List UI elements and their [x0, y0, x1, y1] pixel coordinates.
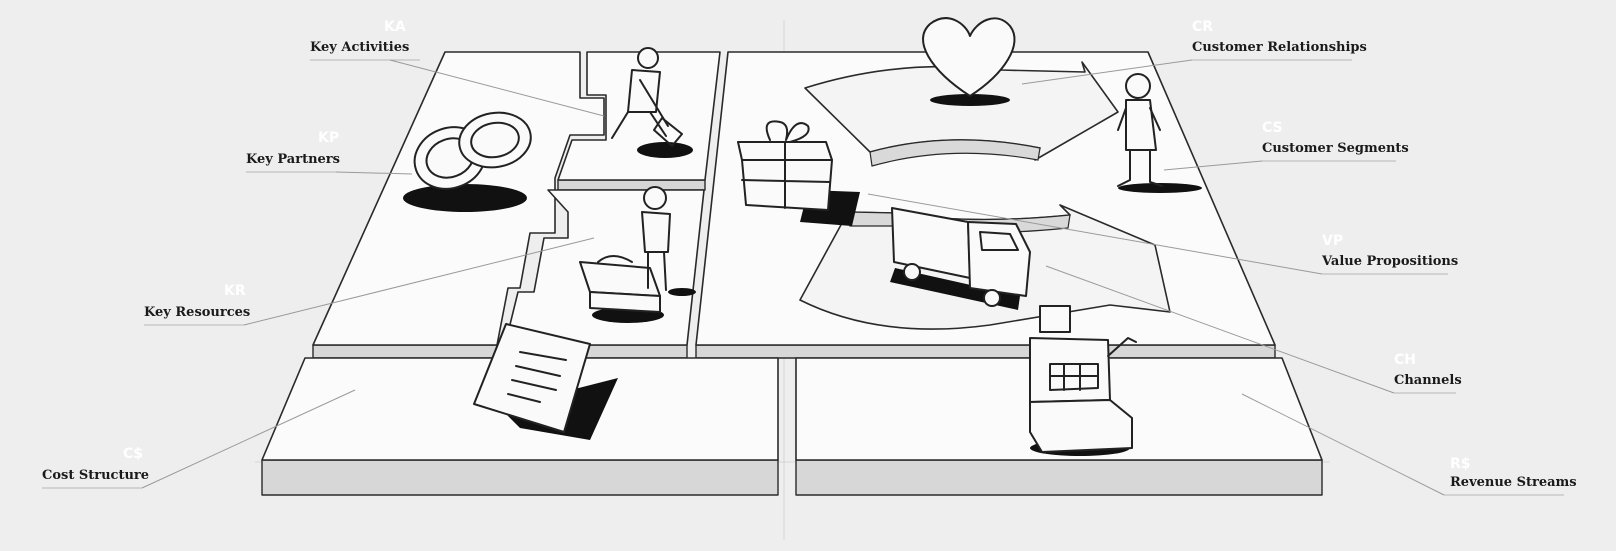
label-text-key-activities: Key Activities [310, 40, 409, 55]
cash-register-icon [1029, 305, 1137, 456]
label-text-key-resources: Key Resources [144, 305, 250, 320]
person-with-bed-icon [579, 186, 696, 323]
label-customer-relationships[interactable]: CR Customer Relationships [1021, 19, 1367, 85]
abbr-cost-structure: C$ [123, 446, 143, 462]
heart-icon [922, 17, 1016, 106]
label-cost-structure[interactable]: C$ Cost Structure [42, 389, 356, 489]
rings-icon [403, 111, 532, 212]
abbr-key-activities: KA [384, 19, 406, 35]
label-revenue-streams[interactable]: R$ Revenue Streams [1241, 393, 1577, 496]
label-text-customer-relationships: Customer Relationships [1192, 40, 1367, 55]
standing-person-icon [1117, 73, 1202, 193]
digging-person-icon [611, 47, 693, 158]
abbr-key-resources: KR [224, 283, 246, 299]
label-key-activities[interactable]: KA Key Activities [310, 19, 605, 117]
sketch-icons [403, 17, 1202, 456]
abbr-customer-relationships: CR [1192, 19, 1213, 35]
abbr-customer-segments: CS [1262, 120, 1283, 136]
label-text-revenue-streams: Revenue Streams [1450, 475, 1577, 490]
delivery-truck-icon [890, 207, 1031, 310]
canvas-blocks [261, 51, 1323, 496]
label-text-key-partners: Key Partners [246, 152, 340, 167]
abbr-revenue-streams: R$ [1450, 456, 1471, 472]
receipt-document-icon [473, 323, 618, 440]
block-labels: KA Key Activities KP Key Partners KR Key… [42, 19, 1577, 496]
abbr-value-propositions: VP [1322, 233, 1343, 249]
abbr-key-partners: KP [318, 130, 339, 146]
label-key-partners[interactable]: KP Key Partners [246, 130, 413, 175]
label-value-propositions[interactable]: VP Value Propositions [867, 193, 1458, 275]
abbr-channels: CH [1394, 352, 1416, 368]
label-text-value-propositions: Value Propositions [1321, 254, 1458, 269]
label-channels[interactable]: CH Channels [1045, 265, 1462, 394]
gift-box-icon [737, 120, 860, 226]
label-text-cost-structure: Cost Structure [42, 468, 149, 483]
label-text-customer-segments: Customer Segments [1262, 141, 1409, 156]
label-key-resources[interactable]: KR Key Resources [144, 237, 595, 326]
label-text-channels: Channels [1394, 373, 1462, 388]
label-customer-segments[interactable]: CS Customer Segments [1163, 120, 1409, 171]
